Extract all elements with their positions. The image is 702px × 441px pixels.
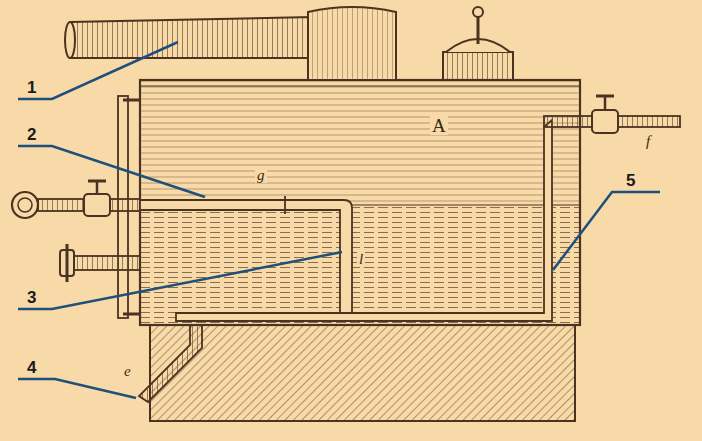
tank-rim (140, 86, 580, 87)
outlet-valve-stem (604, 97, 607, 110)
outlet-valve-handle (596, 95, 614, 98)
steam-space (140, 80, 580, 205)
part-letter: l (357, 252, 365, 267)
circulation-pipe (176, 120, 552, 321)
callout-number: 1 (27, 79, 36, 96)
callout-number: 2 (27, 126, 36, 143)
pipe-joint (284, 196, 286, 214)
outlet-valve (592, 110, 618, 133)
leader-line (553, 192, 660, 270)
feed-valve (84, 194, 110, 216)
callout-number: 3 (27, 289, 36, 306)
part-letter: A (430, 116, 448, 135)
part-letter: f (644, 134, 652, 149)
chimney-shade (308, 7, 396, 80)
water-space (140, 205, 580, 325)
pipe-flange (12, 192, 38, 218)
valve-stem (477, 14, 480, 44)
leader-lines (18, 42, 660, 398)
part-letter: e (122, 364, 133, 379)
drain-spout (139, 325, 202, 402)
valve-knob (473, 7, 483, 17)
leader-line (18, 146, 205, 197)
pipe-bore (18, 198, 32, 212)
flue-pipe-end (65, 22, 75, 58)
part-letter: g (255, 168, 267, 183)
feed-valve-stem (96, 182, 99, 194)
valve-housing (443, 52, 513, 80)
feed-valve-handle (88, 180, 106, 183)
flue-pipe (70, 17, 312, 58)
leader-line (18, 379, 136, 398)
leader-line (18, 42, 178, 99)
callout-number: 4 (27, 359, 36, 376)
internal-feed-pipe (140, 200, 352, 316)
chimney-collar (308, 7, 396, 80)
masonry-base (150, 325, 575, 421)
tank-shell (140, 80, 580, 325)
leader-line (18, 252, 342, 309)
drain-pipe (70, 256, 140, 270)
drain-handle (66, 244, 69, 282)
callout-number: 5 (626, 172, 635, 189)
